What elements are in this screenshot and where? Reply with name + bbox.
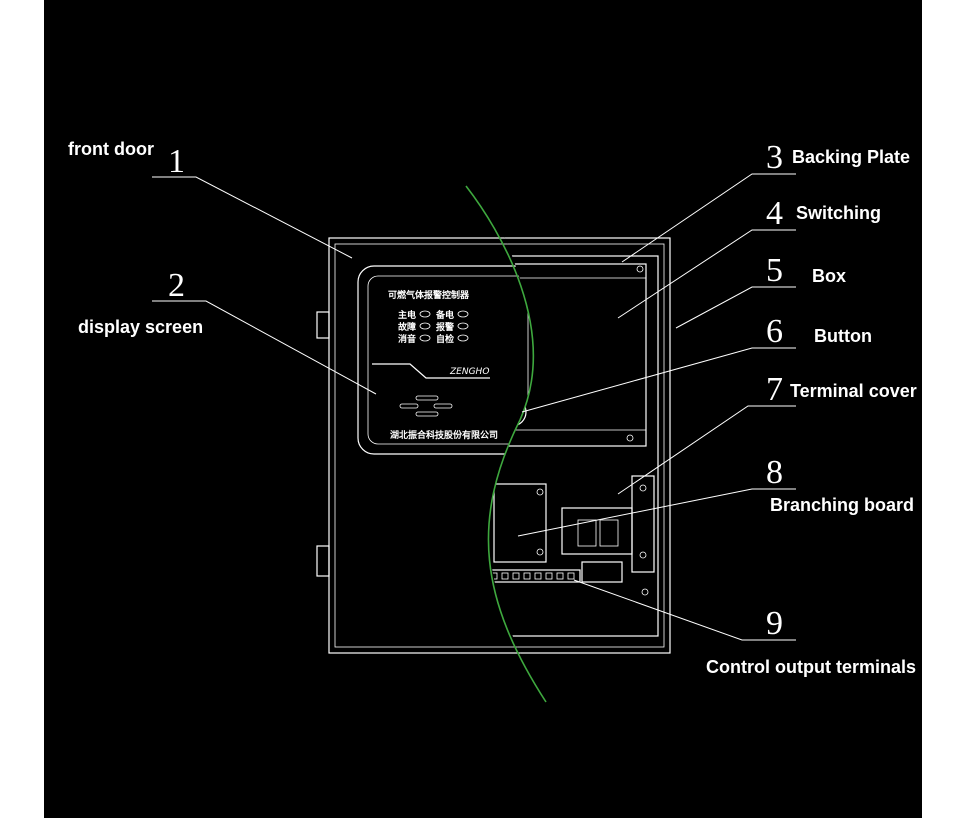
switching-box-screw-top	[636, 265, 644, 273]
front-door-view: 可燃气体报警控制器 主电 备电 故障 报警 消音 自检 ZENGHO 湖北振合科…	[328, 237, 560, 654]
panel-swoosh	[372, 363, 490, 379]
panel-title: 可燃气体报警控制器	[388, 289, 470, 301]
callout-label: Box	[812, 266, 846, 286]
callout-label: Backing Plate	[792, 147, 910, 167]
speaker-grille	[399, 395, 453, 417]
panel-company: 湖北振合科技股份有限公司	[390, 429, 498, 441]
callout-9: 9 Control output terminals	[573, 579, 916, 677]
leader-line	[152, 300, 377, 395]
callout-8: 8 Branching board	[517, 454, 914, 537]
callout-label: front door	[68, 139, 154, 159]
callout-2: 2 display screen	[78, 267, 377, 395]
relay-left	[577, 519, 597, 547]
drawing-background	[44, 0, 922, 818]
terminal-cover-screw-2	[639, 551, 647, 559]
indicator-label: 报警	[436, 321, 454, 333]
callout-number: 8	[766, 454, 783, 491]
callout-number: 9	[766, 605, 783, 642]
callout-number: 4	[766, 195, 783, 232]
callout-1: 1 front door	[68, 139, 353, 259]
indicator-label: 主电	[398, 309, 416, 321]
callout-5: 5 Box	[675, 252, 846, 329]
callout-label: Branching board	[770, 495, 914, 515]
backing-plate-screw-bottom	[641, 588, 649, 596]
terminal-block-end	[581, 561, 623, 583]
callout-label: Control output terminals	[706, 657, 916, 677]
callout-7: 7 Terminal cover	[617, 371, 917, 495]
indicator-label: 消音	[398, 333, 416, 345]
relay-right	[599, 519, 619, 547]
relay-module	[561, 507, 633, 555]
leader-line	[675, 286, 796, 329]
callout-number: 2	[168, 267, 185, 304]
callout-number: 5	[766, 252, 783, 289]
callout-label: Terminal cover	[790, 381, 917, 401]
callout-label: display screen	[78, 317, 203, 337]
callout-label: Button	[814, 326, 872, 346]
front-door-inner	[334, 243, 560, 648]
leader-line	[617, 405, 796, 495]
panel-brand: ZENGHO	[449, 367, 489, 377]
leader-line	[617, 229, 796, 319]
leader-line	[573, 579, 796, 641]
callout-label: Switching	[796, 203, 881, 223]
indicator-label: 自检	[436, 333, 454, 345]
terminal-cover-screw-1	[639, 484, 647, 492]
display-window-inner	[367, 275, 529, 445]
hinge-top	[316, 311, 330, 339]
leader-line	[152, 176, 353, 259]
callout-number: 3	[766, 139, 783, 176]
indicator-label: 备电	[435, 309, 454, 321]
indicator-lamps: 主电 备电 故障 报警 消音 自检	[398, 309, 469, 345]
callout-6: 6 Button	[521, 313, 872, 413]
switching-box-screw-bottom	[626, 434, 634, 442]
callout-4: 4 Switching	[617, 195, 881, 319]
callout-number: 6	[766, 313, 783, 350]
leader-line	[517, 488, 796, 537]
branching-board	[493, 483, 547, 563]
branching-board-screw-bottom	[536, 548, 544, 556]
section-cut-line	[465, 185, 547, 703]
leader-line	[521, 347, 796, 413]
indicator-label: 故障	[398, 321, 416, 333]
branching-board-screw-top	[536, 488, 544, 496]
leader-line	[621, 173, 796, 263]
callout-number: 7	[766, 371, 783, 408]
callout-number: 1	[168, 143, 185, 180]
hinge-bottom	[316, 545, 330, 577]
callout-3: 3 Backing Plate	[621, 139, 910, 263]
